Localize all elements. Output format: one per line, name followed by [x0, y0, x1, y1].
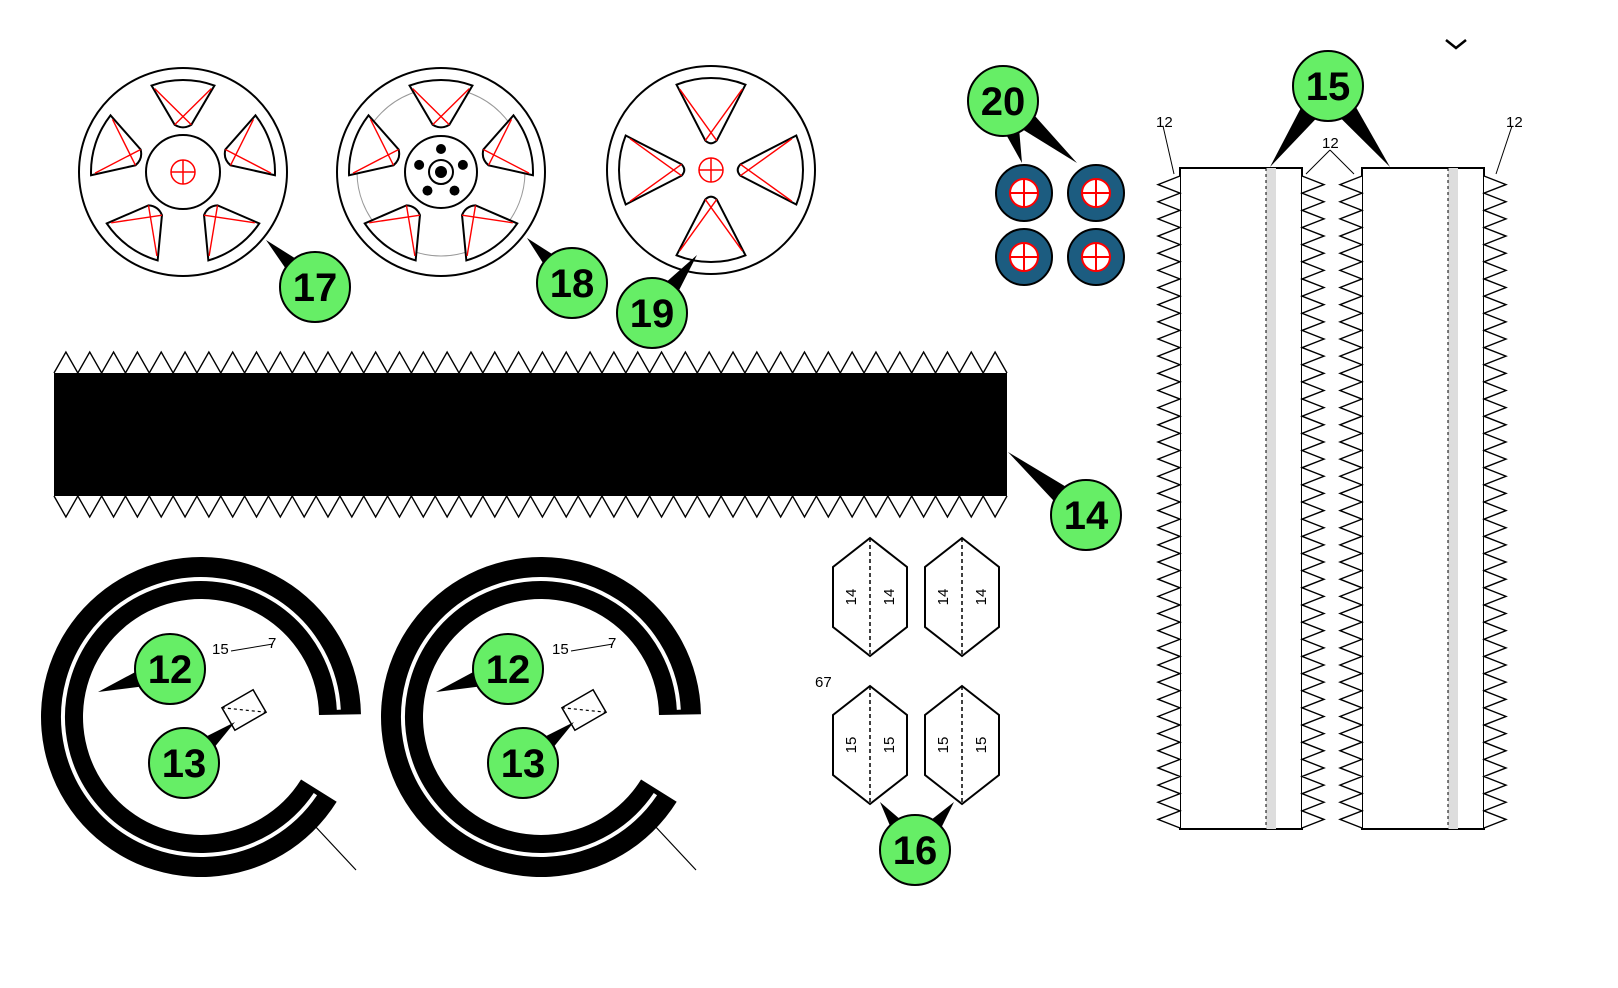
callout-14: 14 [1008, 452, 1122, 551]
rim-17-spoke-windows [90, 79, 276, 262]
callout-17: 17 [266, 240, 351, 323]
glue-tab-zigzag [1482, 175, 1508, 829]
callout-label: 13 [162, 742, 207, 786]
rim-19 [606, 65, 816, 275]
callout-label: 13 [501, 742, 546, 786]
strip-ref-left: 12 [1156, 114, 1173, 131]
tire-left-tab [220, 688, 268, 732]
hex-tabs-16: 14 14 14 14 15 15 15 15 [832, 536, 1000, 806]
stray-mark: 67 [815, 674, 832, 691]
callout-label: 20 [981, 80, 1026, 124]
callout-13: 13 [487, 722, 574, 799]
spoke-window [675, 77, 747, 145]
strip-zigzags [1156, 175, 1508, 829]
spoke-window [203, 204, 261, 262]
tread-strip-14 [53, 350, 1008, 519]
strip-right [1361, 167, 1485, 830]
spoke-window [150, 79, 216, 129]
spoke-window [618, 134, 686, 206]
callout-12: 12 [436, 633, 544, 705]
hub-caps-20 [995, 164, 1125, 286]
spoke-window [461, 204, 519, 262]
tire-sidewall-right [381, 557, 701, 877]
tire-right-outer [381, 557, 701, 877]
strip-ref-right: 12 [1506, 114, 1523, 131]
callout-label: 15 [1306, 65, 1351, 109]
tire-right-inner-line [401, 577, 681, 857]
callout-12: 12 [98, 633, 206, 705]
hex-tab-label: 15 [973, 737, 990, 754]
lug-nut [436, 144, 446, 154]
callout-label: 12 [486, 648, 531, 692]
rim-17 [78, 67, 288, 277]
callout-18: 18 [527, 238, 608, 319]
callout-15: 15 [1270, 50, 1390, 167]
lug-nut [414, 159, 425, 170]
hex-tab-label: 14 [935, 589, 952, 606]
hex-tab-lower-right: 15 15 [924, 684, 1000, 806]
spoke-window [736, 134, 804, 206]
callout-label: 17 [293, 266, 338, 310]
inner-strips-15 [1156, 125, 1513, 830]
strip-ref-middle: 12 [1322, 135, 1339, 152]
lug-nut [449, 185, 460, 196]
glue-tab-zigzag [1156, 175, 1182, 829]
hex-tab-upper-right: 14 14 [924, 536, 1000, 658]
spoke-window [105, 204, 163, 262]
hex-tab-label: 14 [881, 589, 898, 606]
callout-label: 19 [630, 292, 675, 336]
hex-tab-lower-left: 15 15 [832, 684, 908, 806]
chevron-down-icon[interactable] [1445, 39, 1467, 50]
tire-sidewall-left [41, 557, 361, 877]
hub-cap-4 [1067, 228, 1125, 286]
hub-cap-2 [1067, 164, 1125, 222]
tire-left-ref-b: 7 [268, 635, 276, 652]
hex-tab-label: 14 [973, 589, 990, 606]
callout-label: 14 [1064, 494, 1109, 538]
hex-tab-label: 14 [843, 589, 860, 606]
tire-right-ref-b: 7 [608, 635, 616, 652]
rim-19-spoke-windows [618, 77, 804, 263]
callout-label: 12 [148, 648, 193, 692]
glue-tab-zigzag [1300, 175, 1326, 829]
spoke-window [223, 113, 276, 177]
spoke-window [363, 204, 421, 262]
spoke-window [481, 113, 534, 177]
tire-left-ref-a: 15 [212, 641, 229, 658]
callout-13: 13 [148, 722, 235, 799]
strip-left [1179, 167, 1303, 830]
spoke-window [408, 79, 474, 129]
hex-tab-label: 15 [843, 737, 860, 754]
glue-tab-zigzag [1338, 175, 1364, 829]
callout-19: 19 [616, 255, 697, 349]
hex-tab-label: 15 [881, 737, 898, 754]
callout-label: 18 [550, 262, 595, 306]
hub-cap-1 [995, 164, 1053, 222]
hex-tab-label: 15 [935, 737, 952, 754]
tire-left-outer [41, 557, 361, 877]
rim-18-spoke-windows [348, 79, 534, 262]
spoke-window [675, 195, 747, 263]
spoke-window [348, 113, 401, 177]
tire-left-inner-line [61, 577, 341, 857]
rim-18-lug-nuts [414, 144, 468, 196]
spoke-window [90, 113, 143, 177]
tread-strip-top-teeth [53, 350, 1008, 375]
lug-nut [422, 185, 433, 196]
lug-nut [457, 159, 468, 170]
callout-16: 16 [879, 802, 954, 886]
callout-20: 20 [967, 65, 1077, 163]
hex-tab-upper-left: 14 14 [832, 536, 908, 658]
tread-strip-bottom-teeth [53, 494, 1008, 519]
tire-right-ref-a: 15 [552, 641, 569, 658]
hub-cap-3 [995, 228, 1053, 286]
callouts: 12 12 13 13 14 15 16 17 18 19 20 [98, 50, 1390, 886]
callout-label: 16 [893, 829, 938, 873]
rim-18 [336, 67, 546, 277]
tire-right-tab [560, 688, 608, 732]
